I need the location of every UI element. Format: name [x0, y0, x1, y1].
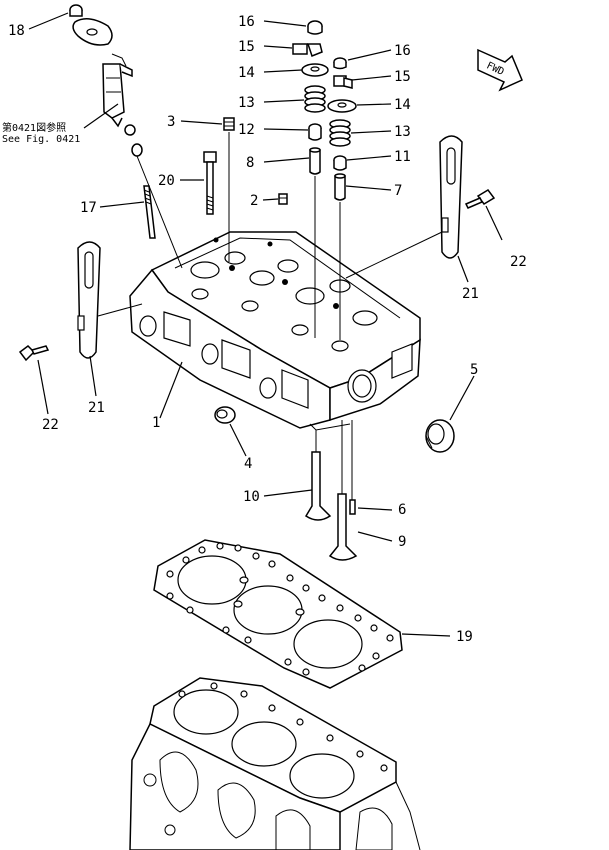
- reference-note-line1: 第0421図参照: [2, 121, 66, 134]
- bracket-bolt-right: [464, 189, 496, 209]
- callout-22-right: 22: [510, 254, 527, 270]
- callout-14-right: 14: [394, 97, 411, 113]
- head-gasket: [153, 539, 403, 689]
- callout-6: 6: [398, 502, 406, 518]
- callout-15-left: 15: [238, 39, 255, 55]
- callout-4: 4: [244, 456, 252, 472]
- callout-5: 5: [470, 362, 478, 378]
- callout-19: 19: [456, 629, 473, 645]
- exhaust-valve: [328, 493, 358, 561]
- callout-17: 17: [80, 200, 97, 216]
- callout-2: 2: [250, 193, 258, 209]
- reference-note-line2: See Fig. 0421: [2, 134, 80, 145]
- callout-1: 1: [152, 415, 160, 431]
- expansion-plug-small: [214, 406, 236, 424]
- callout-labels: 18 16 15 14 13 12 8 16 15 14 13 11 7 3 2…: [8, 14, 527, 645]
- hanger-bracket-left: [77, 241, 101, 359]
- callout-21-left: 21: [88, 400, 105, 416]
- expansion-plug-large: [425, 419, 455, 453]
- callout-3: 3: [167, 114, 175, 130]
- callout-13-right: 13: [394, 124, 411, 140]
- leader-lines: [28, 12, 503, 637]
- callout-12: 12: [238, 122, 255, 138]
- callout-7: 7: [394, 183, 402, 199]
- callout-18: 18: [8, 23, 25, 39]
- fwd-arrow-icon: FWD: [477, 48, 523, 92]
- callout-13-left: 13: [238, 95, 255, 111]
- callout-22-left: 22: [42, 417, 59, 433]
- callout-15-right: 15: [394, 69, 411, 85]
- bracket-bolt-left: [18, 345, 50, 362]
- reference-note: 第0421図参照 See Fig. 0421: [2, 121, 80, 145]
- cylinder-head: [129, 231, 421, 431]
- callout-21-right: 21: [462, 286, 479, 302]
- callout-11: 11: [394, 149, 411, 165]
- cylinder-block: [129, 677, 421, 850]
- callout-16-right: 16: [394, 43, 411, 59]
- injector-assembly: [69, 4, 143, 157]
- callout-14-left: 14: [238, 65, 255, 81]
- callout-16-left: 16: [238, 14, 255, 30]
- valve-train-parts: [143, 20, 357, 239]
- callout-20: 20: [158, 173, 175, 189]
- dowel-pin: [349, 499, 356, 515]
- intake-valve: [304, 451, 332, 521]
- callout-10: 10: [243, 489, 260, 505]
- hanger-bracket-right: [439, 135, 463, 259]
- callout-8: 8: [246, 155, 254, 171]
- callout-9: 9: [398, 534, 406, 550]
